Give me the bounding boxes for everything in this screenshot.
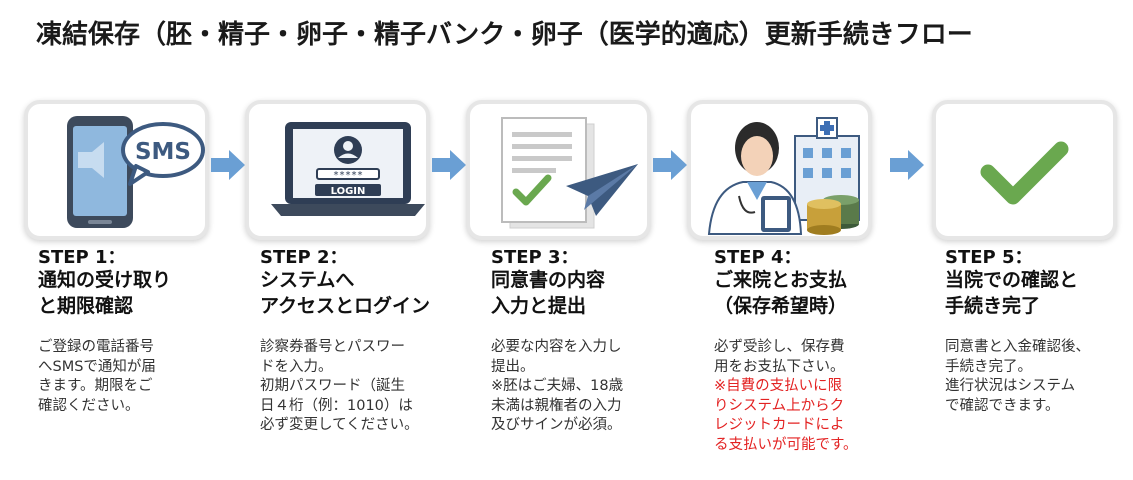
step3-title-line: 入力と提出: [491, 295, 587, 317]
step3-desc-line: ※胚はご夫婦、18歳: [491, 378, 624, 394]
step2-title-line: アクセスとログイン: [260, 295, 431, 317]
step4-desc-line: 必ず受診し、保存費: [714, 339, 845, 355]
step3-desc-line: 及びサインが必須。: [491, 417, 622, 433]
step4-title: ご来院とお支払 （保存希望時）: [714, 267, 847, 319]
step2-description: 診察券番号とパスワー ドを入力。 初期パスワード（誕生 日４桁（例：1010）は…: [260, 338, 419, 436]
step4-card: [687, 100, 872, 240]
step5-title: 当院での確認と 手続き完了: [945, 267, 1078, 319]
step5-desc-line: 手続き完了。: [945, 358, 1032, 375]
step4-red-note-line: レジットカードによ: [714, 417, 845, 433]
step2-desc-line: 初期パスワード（誕生: [260, 378, 405, 394]
step3-desc-line: 未満は親権者の入力: [491, 397, 622, 414]
step1-card: SMS: [24, 100, 209, 240]
step3-desc-line: 必要な内容を入力し: [491, 339, 622, 355]
step4-desc-line: 用をお支払下さい。: [714, 358, 845, 375]
step5-card: [932, 100, 1117, 240]
checkmark-icon: [980, 141, 1069, 205]
step5-desc-line: 進行状況はシステム: [945, 378, 1076, 394]
step2-title-line: システムへ: [260, 269, 355, 291]
step1-desc-line: ご登録の電話番号: [38, 339, 154, 355]
step2-desc-line: ドを入力。: [260, 358, 333, 375]
step2-title: システムへ アクセスとログイン: [260, 267, 430, 319]
doctor-hospital-icon: [707, 117, 860, 235]
step1-label: STEP 1：: [38, 247, 126, 268]
step2-desc-line: 必ず変更してください。: [260, 417, 419, 433]
step2-label: STEP 2：: [260, 247, 348, 268]
phone-sms-icon: SMS: [67, 116, 205, 228]
step3-label: STEP 3：: [491, 247, 579, 268]
step4-red-note-line: りシステム上からク: [714, 397, 845, 414]
step5-label: STEP 5：: [945, 247, 1033, 268]
step3-description: 必要な内容を入力し 提出。 ※胚はご夫婦、18歳 未満は親権者の入力 及びサイン…: [491, 338, 623, 436]
page-title: 凍結保存（胚・精子・卵子・精子バンク・卵子（医学的適応）更新手続きフロー: [36, 20, 973, 50]
login-text: LOGIN: [331, 186, 366, 197]
step4-title-line: ご来院とお支払: [714, 269, 848, 291]
step4-red-note-line: ※自費の支払いに限: [714, 378, 843, 394]
step2-desc-line: 日４桁（例：1010）は: [260, 397, 413, 414]
password-mask: *****: [333, 170, 363, 181]
step1-description: ご登録の電話番号 へSMSで通知が届 きます。期限をご 確認ください。: [38, 338, 156, 416]
step3-desc-line: 提出。: [491, 358, 535, 375]
step5-desc-line: で確認できます。: [945, 397, 1060, 414]
step4-red-note-line: る支払いが可能です。: [714, 436, 858, 453]
step2-card: ***** LOGIN: [245, 100, 430, 240]
step4-label: STEP 4：: [714, 247, 802, 268]
step4-description: 必ず受診し、保存費 用をお支払下さい。 ※自費の支払いに限 りシステム上からク …: [714, 338, 858, 455]
laptop-login-icon: ***** LOGIN: [271, 122, 425, 216]
step2-desc-line: 診察券番号とパスワー: [260, 339, 405, 355]
step3-title-line: 同意書の内容: [491, 269, 606, 291]
step1-desc-line: きます。期限をご: [38, 378, 153, 394]
step5-desc-line: 同意書と入金確認後、: [945, 339, 1090, 355]
step1-title-line: 通知の受け取り: [38, 269, 172, 291]
step4-title-line: （保存希望時）: [714, 295, 848, 317]
document-send-icon: [501, 117, 638, 229]
step3-card: [466, 100, 651, 240]
arrow-right-icon: [432, 150, 466, 180]
arrow-right-icon: [890, 150, 924, 180]
arrow-right-icon: [211, 150, 245, 180]
sms-text: SMS: [135, 139, 191, 165]
step1-title: 通知の受け取り と期限確認: [38, 267, 171, 319]
step3-title: 同意書の内容 入力と提出: [491, 267, 605, 319]
step5-title-line: 手続き完了: [945, 295, 1041, 317]
step1-desc-line: 確認ください。: [38, 397, 140, 414]
step1-title-line: と期限確認: [38, 295, 134, 317]
step5-description: 同意書と入金確認後、 手続き完了。 進行状況はシステム で確認できます。: [945, 338, 1090, 416]
arrow-right-icon: [653, 150, 687, 180]
step5-title-line: 当院での確認と: [945, 269, 1079, 291]
step1-desc-line: へSMSで通知が届: [38, 358, 156, 375]
